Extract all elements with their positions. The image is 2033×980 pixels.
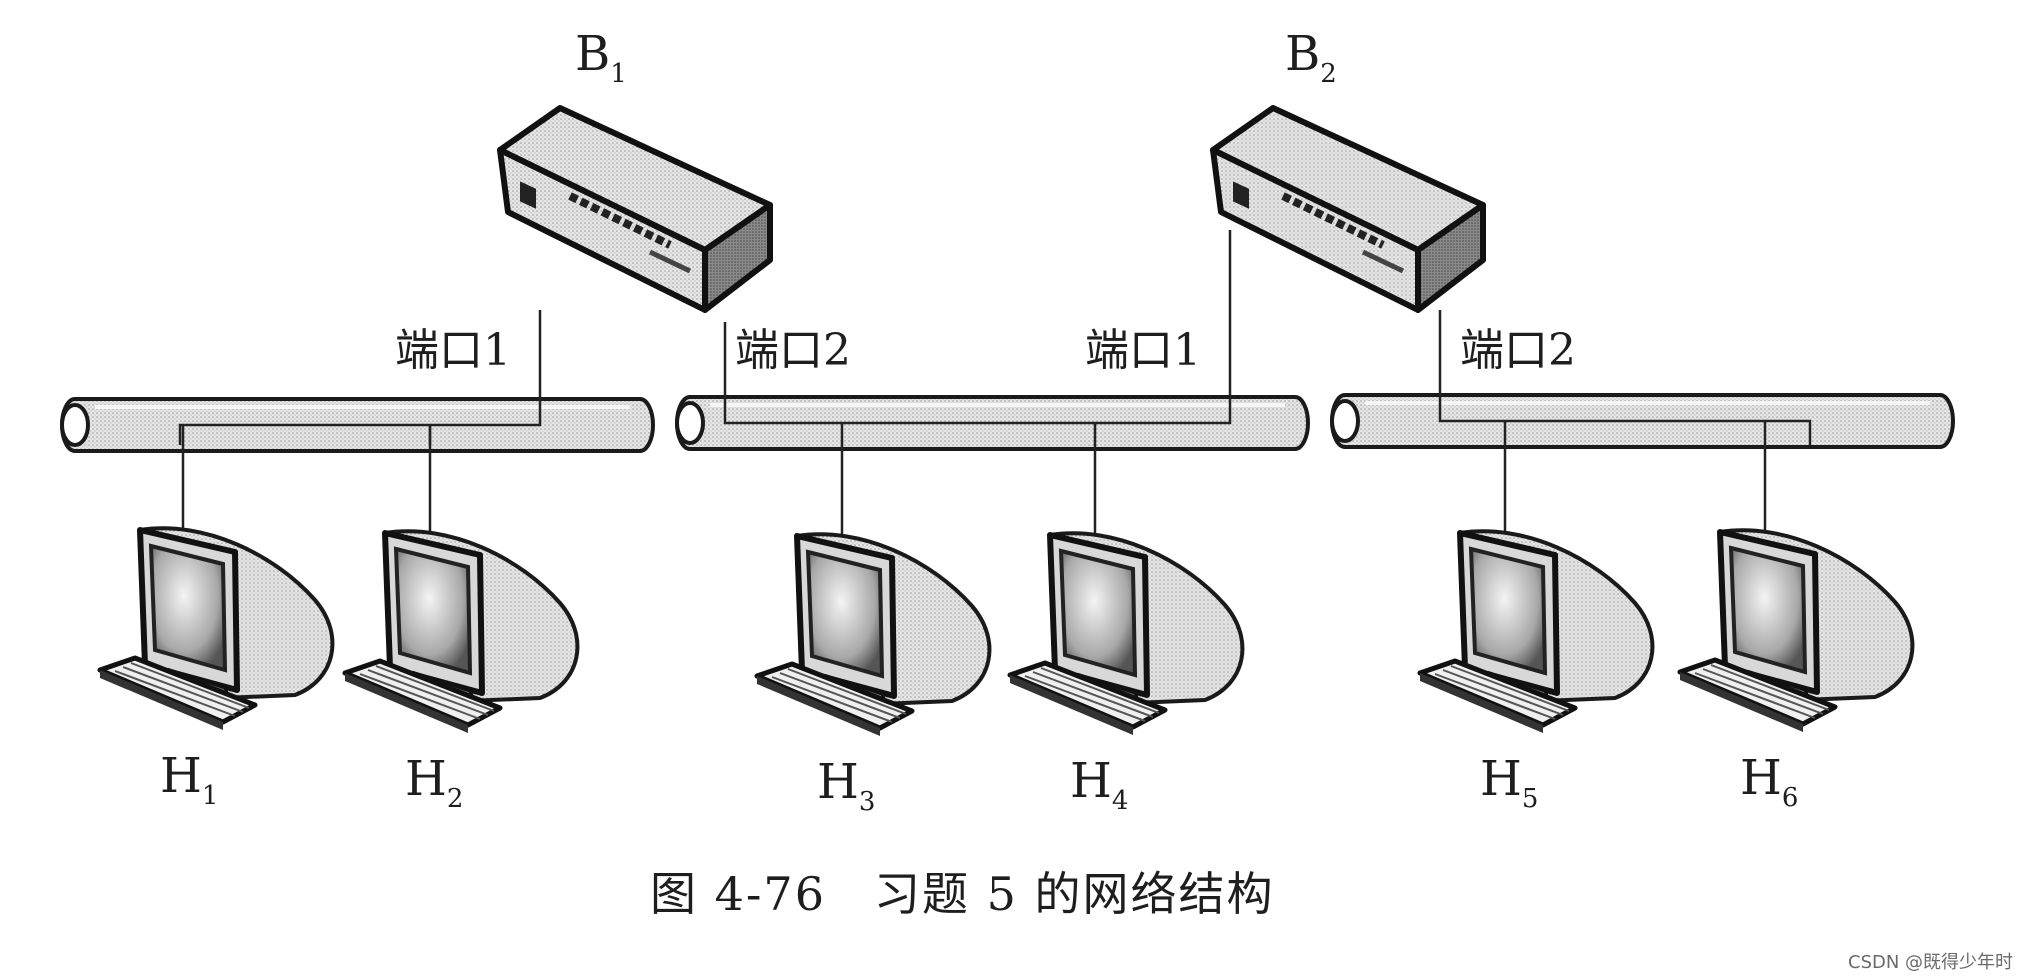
host-h2	[345, 531, 577, 733]
links	[178, 230, 1812, 542]
host-h5	[1420, 531, 1652, 733]
bridge-b1	[500, 108, 770, 310]
host-h2-label: H2	[405, 751, 463, 814]
host-h6-label: H6	[1740, 750, 1798, 813]
host-sub: 3	[859, 787, 876, 817]
host-h3-label: H3	[817, 754, 875, 817]
host-sub: 1	[202, 781, 219, 811]
bridge-b2	[1213, 108, 1483, 310]
host-name: H	[405, 751, 447, 807]
bridge-b1-name: B	[575, 26, 610, 82]
link-lan2-bridges	[723, 230, 1232, 425]
computer-icon	[757, 534, 989, 736]
computer-icon	[100, 528, 332, 730]
link-b1-port1	[178, 310, 542, 445]
bridge-b1-label: B1	[575, 26, 627, 89]
host-h1-label: H1	[160, 748, 218, 811]
host-sub: 2	[447, 784, 464, 814]
host-sub: 6	[1782, 783, 1799, 813]
host-h1	[100, 528, 332, 730]
bridge-b2-sub: 2	[1320, 59, 1337, 89]
host-h4	[1010, 533, 1242, 735]
figure-caption: 图 4-76 习题 5 的网络结构	[650, 867, 1274, 921]
port-label-b2-2: 端口2	[1460, 325, 1576, 376]
computer-icon	[1680, 530, 1912, 732]
host-sub: 5	[1522, 784, 1539, 814]
bridge-icon	[1213, 108, 1483, 310]
computer-icon	[345, 531, 577, 733]
host-name: H	[160, 748, 202, 804]
port-label-b2-1: 端口1	[1085, 325, 1201, 376]
computer-icon	[1010, 533, 1242, 735]
host-name: H	[817, 754, 859, 810]
port-label-b1-1: 端口1	[395, 325, 511, 376]
host-h6	[1680, 530, 1912, 732]
host-name: H	[1740, 750, 1782, 806]
bridge-b1-sub: 1	[610, 59, 627, 89]
port-label-b1-2: 端口2	[735, 325, 851, 376]
computer-icon	[1420, 531, 1652, 733]
host-h3	[757, 534, 989, 736]
host-sub: 4	[1112, 786, 1129, 816]
host-h5-label: H5	[1480, 751, 1538, 814]
watermark: CSDN @既得少年时	[1848, 952, 2013, 973]
host-name: H	[1070, 753, 1112, 809]
host-h4-label: H4	[1070, 753, 1128, 816]
link-b2-port2	[1438, 310, 1812, 445]
bridge-b2-label: B2	[1285, 26, 1337, 89]
host-name: H	[1480, 751, 1522, 807]
bridge-b2-name: B	[1285, 26, 1320, 82]
bridge-icon	[500, 108, 770, 310]
